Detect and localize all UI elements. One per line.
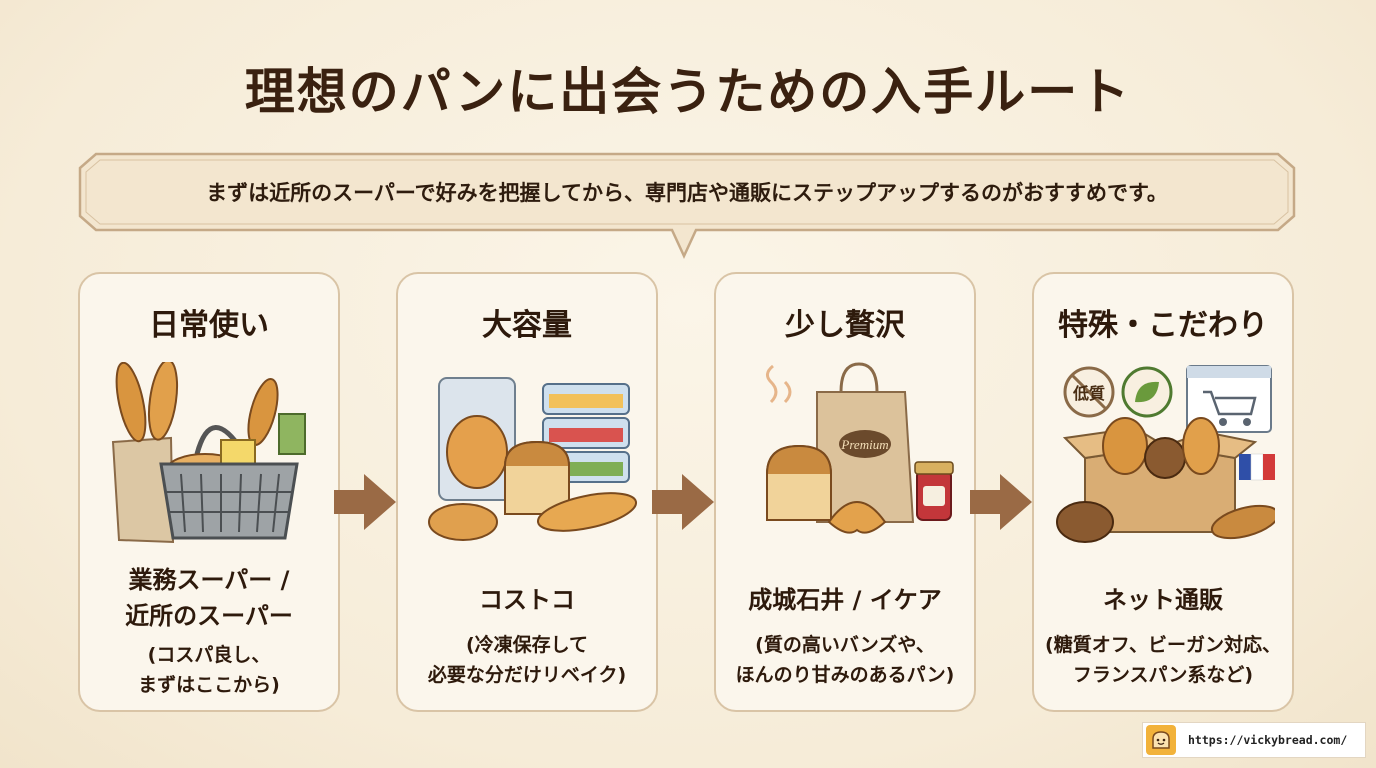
site-footer: https://vickybread.com/ bbox=[1142, 722, 1366, 758]
card-stores: 成城石井 / イケア bbox=[716, 582, 974, 618]
note-line: ほんのり甘みのあるパン) bbox=[735, 664, 955, 686]
bag-label: Premium bbox=[840, 437, 888, 452]
store-line: 近所のスーパー bbox=[125, 602, 293, 630]
card-note: (冷凍保存して 必要な分だけリベイク) bbox=[398, 630, 656, 690]
note-line: (コスパ良し、 bbox=[147, 644, 271, 666]
online-box-icon: 低質 bbox=[1056, 365, 1275, 543]
site-url-link[interactable]: https://vickybread.com/ bbox=[1188, 733, 1348, 747]
store-line: 業務スーパー / bbox=[128, 566, 290, 594]
arrow-right-icon bbox=[970, 474, 1032, 530]
store-line: 成城石井 / イケア bbox=[748, 586, 942, 614]
card-premium: 少し贅沢 Premium 成城石井 / イケア (質の高いバンズや、 ほんのり甘… bbox=[714, 272, 976, 712]
card-title: 日常使い bbox=[149, 308, 269, 343]
arrow-right-icon bbox=[334, 474, 396, 530]
banner-text: まずは近所のスーパーで好みを把握してから、専門店や通販にステップアップするのがお… bbox=[206, 181, 1168, 205]
store-line: ネット通販 bbox=[1103, 586, 1223, 614]
card-stores: コストコ bbox=[398, 582, 656, 618]
note-line: (糖質オフ、ビーガン対応、 bbox=[1045, 634, 1281, 656]
note-line: (質の高いバンズや、 bbox=[755, 634, 935, 656]
bread-logo-icon bbox=[1146, 725, 1176, 755]
low-carb-badge: 低質 bbox=[1072, 384, 1105, 403]
grocery-basket-icon bbox=[111, 362, 306, 544]
card-daily-use: 日常使い 業務スーパー / 近所のスーパー (コスパ良し、 まずはここから) bbox=[78, 272, 340, 712]
card-note: (コスパ良し、 まずはここから) bbox=[80, 640, 338, 700]
premium-bag-icon: Premium bbox=[766, 362, 954, 534]
card-title: 大容量 bbox=[482, 308, 572, 343]
card-title: 少し贅沢 bbox=[785, 308, 905, 343]
store-line: コストコ bbox=[479, 586, 575, 614]
arrow-right-icon bbox=[652, 474, 714, 530]
card-title: 特殊・こだわり bbox=[1058, 308, 1268, 343]
bulk-bread-icon bbox=[428, 377, 638, 541]
card-bulk: 大容量 コストコ (冷凍保存して 必要な分だけリベイク) bbox=[396, 272, 658, 712]
note-line: 必要な分だけリベイク) bbox=[427, 664, 627, 686]
card-note: (糖質オフ、ビーガン対応、 フランスパン系など) bbox=[1034, 630, 1292, 690]
note-line: まずはここから) bbox=[138, 674, 280, 696]
card-note: (質の高いバンズや、 ほんのり甘みのあるパン) bbox=[716, 630, 974, 690]
card-special: 特殊・こだわり 低質 ネット通販 (糖質オフ、ビーガン対応、 フランスパン系など… bbox=[1032, 272, 1294, 712]
card-stores: 業務スーパー / 近所のスーパー bbox=[80, 562, 338, 634]
intro-banner: まずは近所のスーパーで好みを把握してから、専門店や通販にステップアップするのがお… bbox=[78, 152, 1296, 259]
note-line: フランスパン系など) bbox=[1072, 664, 1254, 686]
card-stores: ネット通販 bbox=[1034, 582, 1292, 618]
note-line: (冷凍保存して bbox=[465, 634, 589, 656]
banner-frame bbox=[78, 152, 1296, 259]
page-title: 理想のパンに出会うための入手ルート bbox=[244, 63, 1132, 121]
